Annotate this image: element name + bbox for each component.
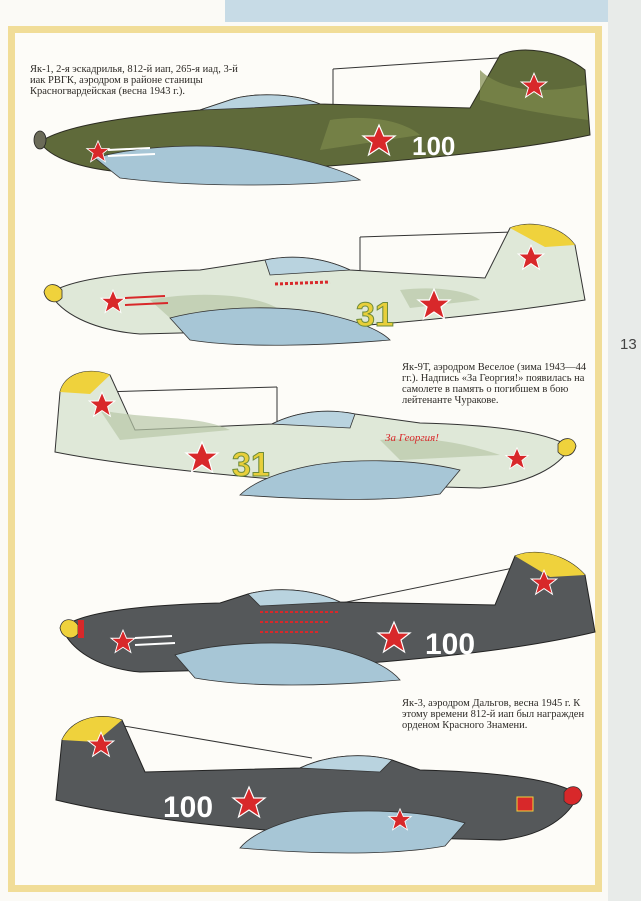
caption-yak9t: Як-9Т, аэродром Веселое (зима 1943—44 гг… xyxy=(402,362,587,406)
caption-yak1: Як-1, 2-я эскадрилья, 812-й иап, 265-я и… xyxy=(30,64,238,97)
page-number: 13 xyxy=(620,336,637,353)
right-margin-strip xyxy=(608,0,641,901)
caption-yak3: Як-3, аэродром Дальгов, весна 1945 г. К … xyxy=(402,698,585,731)
illustration-frame xyxy=(8,26,602,892)
top-color-strip xyxy=(225,0,641,22)
